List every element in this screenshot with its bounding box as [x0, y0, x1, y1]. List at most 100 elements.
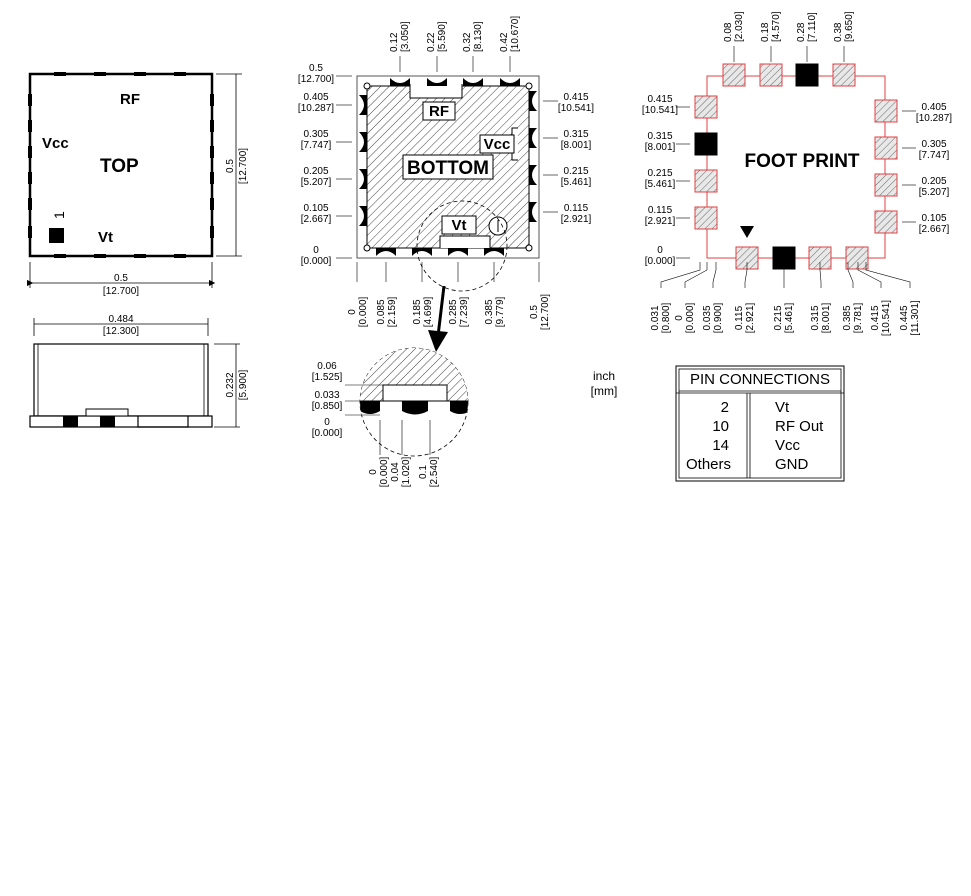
detail-bottom-dim-mm: [1.020] [401, 456, 412, 487]
detail-bottom-dim-inch: 0.04 [390, 462, 401, 482]
fp-left-dim-inch: 0.215 [647, 168, 672, 179]
side-height-mm: [5.900] [238, 369, 249, 400]
fp-bottom-dim-mm: [9.781] [853, 302, 864, 333]
bottom-right-dim-mm: [5.461] [561, 177, 592, 188]
top-width-mm: [12.700] [103, 286, 139, 297]
bottom-right-dim-mm: [10.541] [558, 103, 594, 114]
fp-bottom-dim-mm: [11.301] [910, 300, 921, 336]
bottom-left-dim-inch: 0 [313, 245, 319, 256]
bottom-left-dim-mm: [10.287] [298, 103, 334, 114]
fp-top-dim-inch: 0.28 [796, 22, 807, 42]
bottom-left-dim-mm: [0.000] [301, 256, 332, 267]
bottom-right-dim-inch: 0.415 [563, 92, 588, 103]
pin1-number: 1 [51, 211, 67, 219]
bottom-left-dim-mm: [5.207] [301, 177, 332, 188]
detail-left-dim-inch: 0 [324, 417, 330, 428]
detail-left-dim-mm: [1.525] [312, 372, 343, 383]
bottom-top-dim-inch: 0.32 [462, 32, 473, 52]
top-height-inch: 0.5 [225, 159, 236, 173]
fp-right-dim-mm: [10.287] [916, 113, 952, 124]
bottom-top-dim-mm: [8.130] [473, 21, 484, 52]
fp-bottom-dim-inch: 0.215 [773, 305, 784, 330]
detail-left-dim-mm: [0.850] [312, 401, 343, 412]
detail-left-dim-mm: [0.000] [312, 428, 343, 439]
footprint-pads [694, 63, 898, 270]
pin1-triangle [740, 226, 754, 238]
detail-callout-circle [416, 200, 508, 292]
bottom-bottom-dim-mm: [0.000] [358, 296, 369, 327]
bottom-view-pads [359, 78, 537, 256]
fp-left-dim-inch: 0.415 [647, 94, 672, 105]
pin-table-row-pin: 14 [712, 437, 729, 454]
fp-left-dim-mm: [0.000] [645, 256, 676, 267]
fp-left-dim-mm: [2.921] [645, 216, 676, 227]
pin-connections-table: PIN CONNECTIONS 2 Vt 10 RF Out 14 Vcc Ot… [675, 365, 845, 482]
pin-table-row-function: GND [775, 456, 809, 473]
bottom-bottom-dim-mm: [4.699] [423, 296, 434, 327]
fp-top-dim-inch: 0.38 [833, 22, 844, 42]
bottom-view-title: BOTTOM [407, 158, 489, 179]
detail-bottom-dim-mm: [2.540] [429, 456, 440, 487]
side-view-base [29, 415, 213, 428]
fp-bottom-dim-mm: [0.900] [713, 302, 724, 333]
fp-bottom-dim-inch: 0 [674, 315, 685, 321]
top-view-title: TOP [100, 156, 139, 177]
fp-top-dim-mm: [4.570] [771, 11, 782, 42]
top-height-mm: [12.700] [238, 148, 249, 184]
pin-table-row-function: Vcc [775, 437, 801, 454]
side-width-inch: 0.484 [108, 314, 133, 325]
fp-right-dim-mm: [7.747] [919, 150, 950, 161]
fp-top-dim-mm: [2.030] [734, 11, 745, 42]
pin-table-title: PIN CONNECTIONS [690, 371, 830, 388]
bottom-left-dim-inch: 0.305 [303, 129, 328, 140]
bottom-top-dim-inch: 0.22 [426, 32, 437, 52]
bottom-bottom-dim-inch: 0.185 [412, 299, 423, 324]
bottom-right-dim-inch: 0.115 [564, 203, 589, 214]
fp-right-dim-inch: 0.405 [921, 102, 946, 113]
fp-left-dim-inch: 0 [657, 245, 663, 256]
footprint-view: FOOT PRINT 0.08[2.030]0.18[4.570]0.28[7.… [642, 11, 952, 336]
pin1-square [49, 228, 64, 243]
bottom-right-dim-inch: 0.215 [563, 166, 588, 177]
top-view-label-vt: Vt [98, 229, 113, 246]
bottom-left-dim-inch: 0.105 [303, 203, 328, 214]
fp-bottom-dim-mm: [10.541] [881, 300, 892, 336]
bottom-left-dim-mm: [12.700] [298, 74, 334, 85]
fp-bottom-dim-inch: 0.035 [702, 305, 713, 330]
bottom-bottom-dim-inch: 0.085 [376, 299, 387, 324]
fp-left-dim-mm: [10.541] [642, 105, 678, 116]
fp-bottom-dim-mm: [8.001] [821, 302, 832, 333]
top-view-label-vcc: Vcc [42, 135, 69, 152]
side-height-inch: 0.232 [225, 372, 236, 397]
detail-left-dim-inch: 0.06 [317, 361, 337, 372]
fp-bottom-dim-mm: [0.800] [661, 302, 672, 333]
bottom-bottom-dim-mm: [7.239] [459, 296, 470, 327]
top-view-body [28, 72, 214, 258]
detail-bottom-dim-mm: [0.000] [379, 456, 390, 487]
fp-top-dim-mm: [7.110] [807, 12, 818, 42]
top-view-label-rf: RF [120, 91, 140, 108]
bottom-left-dim-mm: [2.667] [301, 214, 332, 225]
units-mm: [mm] [591, 384, 618, 398]
fp-left-dim-mm: [5.461] [645, 179, 676, 190]
fp-bottom-dim-mm: [2.921] [745, 302, 756, 333]
units-inch: inch [593, 369, 615, 383]
bottom-right-dim-inch: 0.315 [563, 129, 588, 140]
fp-right-dim-inch: 0.205 [921, 176, 946, 187]
fp-left-dim-mm: [8.001] [645, 142, 676, 153]
bottom-view-dimensions: 0.12[3.050]0.22[5.590]0.32[8.130]0.42[10… [298, 16, 594, 330]
fp-bottom-dim-inch: 0.031 [650, 305, 661, 330]
bottom-bottom-dim-mm: [9.779] [495, 296, 506, 327]
side-view-lid [33, 343, 209, 417]
fp-top-dim-mm: [9.650] [844, 11, 855, 42]
fp-top-dim-inch: 0.08 [723, 22, 734, 42]
fp-right-dim-mm: [2.667] [919, 224, 950, 235]
bottom-bottom-dim-inch: 0.285 [448, 299, 459, 324]
bottom-left-dim-mm: [7.747] [301, 140, 332, 151]
bottom-label-vt: Vt [452, 217, 467, 234]
top-view-edge-pads [28, 72, 214, 258]
bottom-label-vcc: Vcc [484, 136, 511, 153]
top-view: RF Vcc TOP Vt 1 0.5 [12.700] 0.5 [12.700… [26, 72, 249, 297]
detail-view: 0.06[1.525]0.033[0.850]0[0.000]0[0.000]0… [312, 347, 469, 487]
